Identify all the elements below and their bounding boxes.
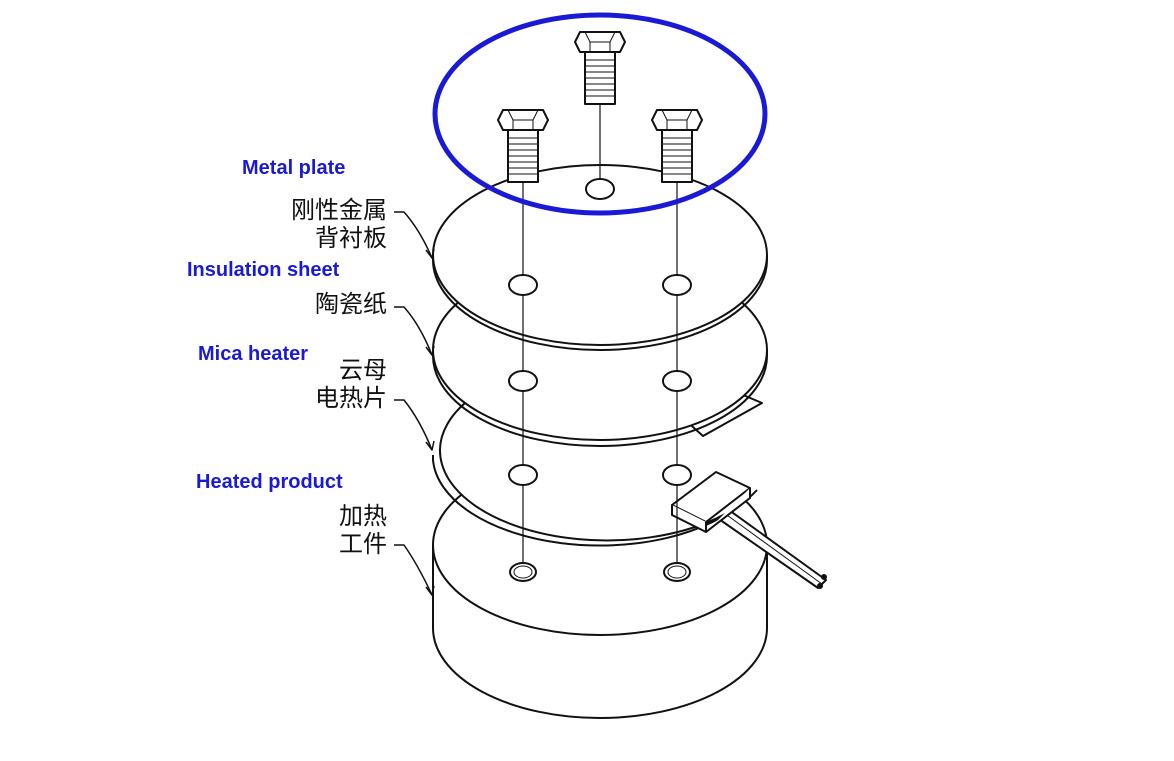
- heated-product-cn-label: 加热 工件: [339, 502, 387, 558]
- blue-ellipse-icon: [432, 12, 768, 216]
- alignment-lines: [522, 105, 678, 563]
- mica-heater-cn-line2: 电热片: [315, 384, 387, 412]
- metal-plate-cn-label: 刚性金属 背衬板: [291, 196, 387, 252]
- hole-right: [662, 274, 692, 296]
- heated-product-cn-line1: 加热: [339, 502, 387, 530]
- insulation-sheet-cn-line1: 陶瓷纸: [315, 290, 387, 318]
- mica-heater-cn-label: 云母 电热片: [315, 356, 387, 412]
- bolt-right: [651, 109, 703, 183]
- heated-product-en-label: Heated product: [196, 471, 343, 493]
- hex-bolt-icon: [497, 31, 703, 183]
- heated-product-cn-line2: 工件: [339, 530, 387, 558]
- leader-lines: [394, 211, 435, 596]
- hole-center: [585, 178, 615, 200]
- metal-plate-en-label: Metal plate: [242, 157, 346, 179]
- metal-plate-disc: [432, 164, 768, 351]
- insulation-sheet-cn-label: 陶瓷纸: [315, 290, 387, 318]
- hole-left: [508, 370, 538, 392]
- hole-left: [508, 464, 538, 486]
- mica-heater-en-label: Mica heater: [198, 343, 309, 365]
- hole-right: [662, 370, 692, 392]
- insulation-sheet-en-label: Insulation sheet: [187, 259, 340, 281]
- hole-right: [662, 464, 692, 486]
- hole-left: [508, 274, 538, 296]
- bolt-left: [497, 109, 549, 183]
- metal-plate-cn-line1: 刚性金属: [291, 196, 387, 224]
- metal-plate-cn-line2: 背衬板: [315, 224, 387, 252]
- bolt-center: [574, 31, 626, 105]
- mica-heater-cn-line1: 云母: [339, 356, 387, 384]
